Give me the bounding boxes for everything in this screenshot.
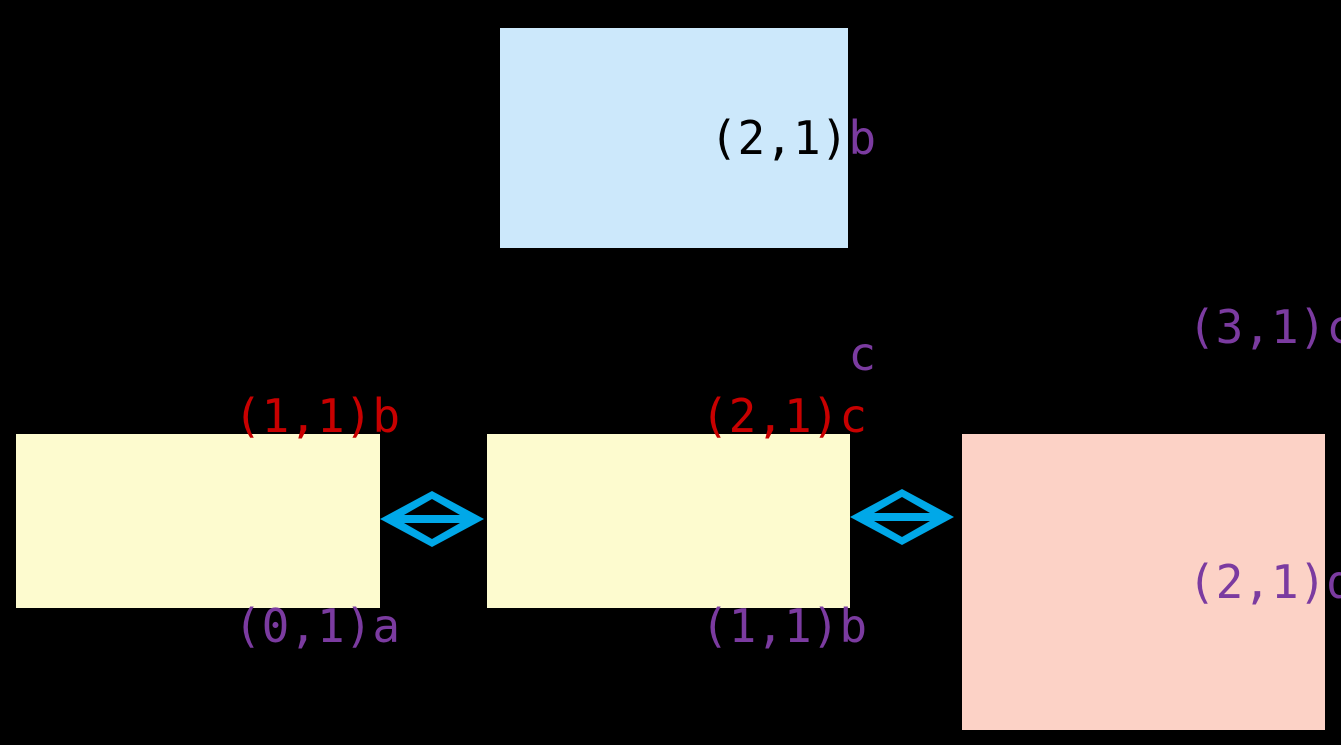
double-arrow-diamond-icon [850,489,954,545]
node-line: 2(2,1)c [507,311,867,521]
node-text-segment: (1,1)b [233,389,401,443]
node-text-segment: b [848,111,877,165]
node-text-segment: c [848,327,877,381]
node-text-segment: (3,1)c [1187,299,1341,354]
node-line: 1(1,1)b [40,311,400,521]
node-line: 3(1,0) [516,0,848,30]
node-box-1[interactable]: 1(1,1)b (0,1)a [16,389,400,653]
node-box-2[interactable]: 2(2,1)c (1,1)b [487,389,867,653]
node-text-segment [1160,555,1188,609]
node-line: (2,1)d [994,455,1341,710]
node-text-segment: (2,1) [682,111,849,165]
node-line: (0,1)a [40,521,400,731]
node-line: 4(3,1)c [994,200,1341,455]
node-line: (4,1)e [994,710,1325,745]
node-text-segment: (2,1)c [700,389,868,443]
node-text-segment: (1,1)b [700,599,868,653]
node-text-segment: (2,1)d [1187,554,1341,609]
node-text-segment: (0,1)a [233,599,401,653]
node-text-segment: 1 [206,389,234,443]
node-text-segment: 4 [1160,299,1188,354]
node-box-3[interactable]: 3(1,0) (2,1)b (4,1)c [500,28,876,381]
node-line: (1,1)b [507,521,867,731]
node-text-segment [673,599,701,653]
node-text-segment: (4,1) [682,327,849,381]
node-text-segment [206,599,234,653]
connector-2-4[interactable] [850,489,954,545]
node-box-4[interactable]: 4(3,1)c (2,1)d (4,1)e [962,300,1341,730]
node-text-segment: 2 [673,389,701,443]
connector-1-2[interactable] [380,491,484,547]
double-arrow-diamond-icon [380,491,484,547]
node-line: (4,1)c [516,246,876,462]
node-line: (2,1)b [516,30,876,246]
